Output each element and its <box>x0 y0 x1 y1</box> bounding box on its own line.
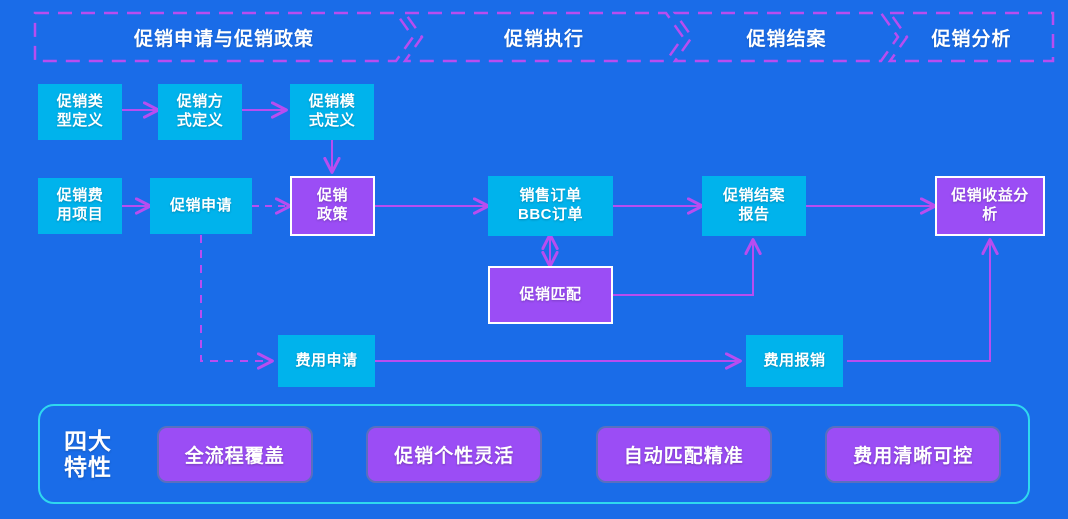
node-line-2: 型定义 <box>56 112 104 129</box>
phase-band-outline <box>34 12 414 62</box>
node-line-1: 费用申请 <box>295 351 358 369</box>
node-line-1: 销售订单 <box>519 187 582 205</box>
node-promotion-policy[interactable]: 促销 政策 <box>290 176 375 236</box>
node-line-2: 用项目 <box>56 206 104 223</box>
node-line-1: 促销费 <box>56 187 104 205</box>
node-promotion-application[interactable]: 促销申请 <box>150 178 252 234</box>
connector-promomatch-to-closing <box>613 240 753 296</box>
phase-band-label: 促销分析 <box>931 28 1012 50</box>
node-line-1: 促销申请 <box>169 196 232 214</box>
node-line-2: 式定义 <box>176 112 224 129</box>
node-expense-reimbursement[interactable]: 费用报销 <box>746 335 843 387</box>
feature-pill-clear-cost-control[interactable]: 费用清晰可控 <box>825 425 1002 483</box>
node-line-1: 促销收益分 <box>951 187 1029 205</box>
node-line-2: 析 <box>982 206 998 223</box>
node-line-2: 政策 <box>316 206 348 223</box>
feature-bar-title: 四大 特性 <box>64 428 112 481</box>
node-promotion-matching[interactable]: 促销匹配 <box>488 266 613 324</box>
feature-title-line-2: 特性 <box>64 454 112 480</box>
phase-band-promotion-analysis[interactable]: 促销分析 <box>889 12 1054 62</box>
node-line-2: BBC订单 <box>518 206 583 223</box>
node-line-1: 促销结案 <box>722 187 785 205</box>
phase-band-outline <box>404 12 684 62</box>
feature-pill-flexible-personalization[interactable]: 促销个性灵活 <box>366 425 543 483</box>
node-promotion-closing-report[interactable]: 促销结案 报告 <box>702 176 806 236</box>
connector-apply-to-expense <box>200 235 272 361</box>
phase-band-label: 促销结案 <box>746 28 827 50</box>
phase-band-label: 促销执行 <box>503 28 584 50</box>
feature-pill-full-process-coverage[interactable]: 全流程覆盖 <box>156 425 313 483</box>
phase-band-promotion-application[interactable]: 促销申请与促销政策 <box>34 12 414 62</box>
phase-band-promotion-execution[interactable]: 促销执行 <box>404 12 684 62</box>
node-line-1: 促销类 <box>56 93 104 111</box>
node-line-1: 促销匹配 <box>519 285 582 303</box>
phase-band-label: 促销申请与促销政策 <box>133 28 314 50</box>
phase-band-promotion-closing[interactable]: 促销结案 <box>674 12 899 62</box>
phase-band-outline <box>674 12 899 62</box>
node-promotion-profit-analysis[interactable]: 促销收益分 析 <box>935 176 1045 236</box>
node-line-1: 费用报销 <box>763 351 826 369</box>
node-line-2: 式定义 <box>308 112 356 129</box>
node-expense-application[interactable]: 费用申请 <box>278 335 375 387</box>
node-promotion-cost-item[interactable]: 促销费 用项目 <box>38 178 122 234</box>
node-line-1: 促销 <box>316 187 348 205</box>
node-promotion-method-definition[interactable]: 促销方 式定义 <box>158 84 242 140</box>
connector-reimburse-to-analysis <box>847 240 990 362</box>
feature-pill-list: 全流程覆盖 促销个性灵活 自动匹配精准 费用清晰可控 <box>130 425 1028 483</box>
node-line-1: 促销模 <box>308 93 356 111</box>
feature-title-line-1: 四大 <box>64 427 112 454</box>
feature-pill-accurate-auto-matching[interactable]: 自动匹配精准 <box>595 425 772 483</box>
node-line-1: 促销方 <box>176 93 224 111</box>
node-promotion-type-definition[interactable]: 促销类 型定义 <box>38 84 122 140</box>
node-sales-order-bbc-order[interactable]: 销售订单 BBC订单 <box>488 176 613 236</box>
node-promotion-mode-definition[interactable]: 促销模 式定义 <box>290 84 374 140</box>
node-line-2: 报告 <box>738 206 770 223</box>
feature-bar: 四大 特性 全流程覆盖 促销个性灵活 自动匹配精准 费用清晰可控 <box>38 404 1030 504</box>
